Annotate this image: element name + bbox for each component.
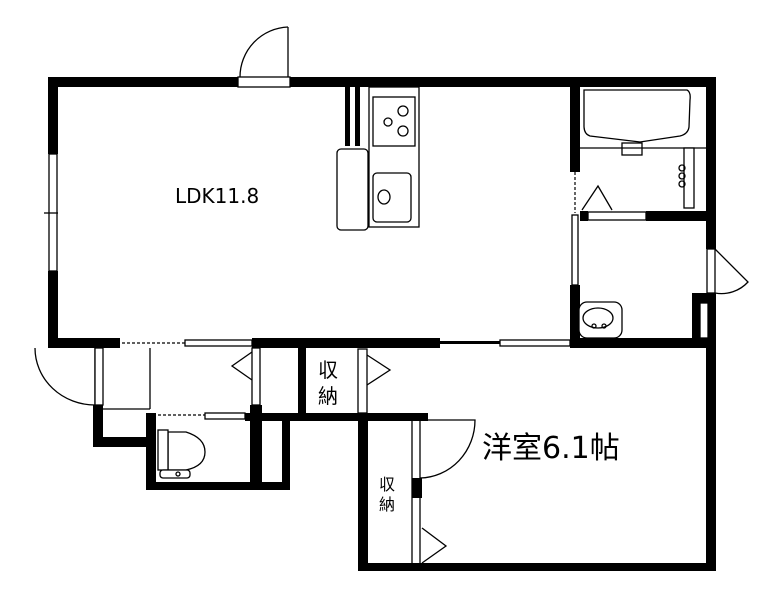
toilet	[157, 429, 206, 479]
toilet-room	[146, 412, 290, 490]
closet-2	[411, 421, 448, 564]
closet-1-label-1: 収	[318, 358, 338, 382]
closet-1-label-2: 納	[318, 384, 338, 408]
side-door	[706, 248, 749, 295]
washbasin	[578, 301, 623, 339]
bathtub	[583, 89, 691, 143]
window-left	[44, 153, 58, 272]
ldk-bottom-wall	[48, 338, 716, 348]
kitchen-sink	[372, 172, 412, 223]
balcony-door	[237, 26, 291, 88]
bath-walls	[570, 77, 716, 348]
closet-1	[298, 348, 392, 418]
entrance	[34, 347, 262, 447]
kitchen	[336, 86, 420, 231]
ldk-label: LDK11.8	[175, 184, 259, 208]
kitchen-peninsula	[336, 148, 369, 231]
closet-2-label-2: 納	[379, 495, 395, 514]
western-room-label: 洋室6.1帖	[482, 431, 620, 466]
western-room-door	[412, 419, 476, 498]
stove	[372, 96, 416, 147]
exterior-walls	[48, 77, 716, 571]
closet-2-label-1: 収	[379, 475, 395, 494]
inner-wall	[245, 413, 428, 421]
